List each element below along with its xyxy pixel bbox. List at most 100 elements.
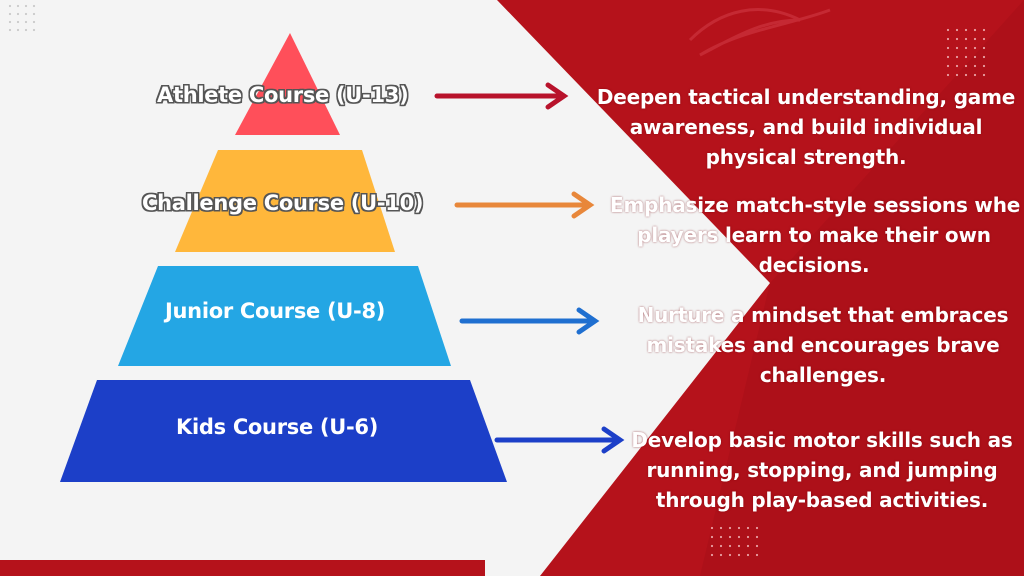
decor-dot [946,73,950,77]
decor-dot [32,20,36,24]
description-line: awareness, and build individual [629,115,983,139]
decor-dot [710,544,714,548]
decor-dot [737,544,741,548]
decor-dot [982,28,986,32]
tier-description-kids: Develop basic motor skills such as runni… [620,425,1024,515]
decor-dot [24,28,28,32]
tier-label-junior: Junior Course (U-8) [165,299,386,323]
decor-dot [982,37,986,41]
description-line: running, stopping, and jumping [646,458,998,482]
decor-dot [24,20,28,24]
decor-dot [982,55,986,59]
decor-dot [728,553,732,557]
decor-dot [746,526,750,530]
decor-dot [755,553,759,557]
decor-dot [946,46,950,50]
decor-dot [16,20,20,24]
decor-dot [964,37,968,41]
decor-dot [8,4,12,8]
arrow-junior [459,307,600,335]
decor-dot [955,37,959,41]
decor-dot [982,64,986,68]
decor-dot [955,55,959,59]
description-line: Develop basic motor skills such as [631,428,1013,452]
decor-dot [982,46,986,50]
description-line: decisions. [758,253,870,277]
decor-dot [719,553,723,557]
decor-dot [973,55,977,59]
decor-dot [32,4,36,8]
pyramid-tier-junior [118,266,451,366]
arrow-kids [494,426,625,454]
decor-dot [746,535,750,539]
decor-dot [24,4,28,8]
decor-dot [8,28,12,32]
description-line: Nurture a mindset that embraces [637,303,1009,327]
decor-dot [964,73,968,77]
decor-dot [710,535,714,539]
red-panel-shade [700,0,1024,576]
decor-dot [964,55,968,59]
decor-dot [719,535,723,539]
decor-dot [16,28,20,32]
decor-dot [973,73,977,77]
scribble-decoration [688,8,831,57]
decor-dot [946,37,950,41]
tier-label-athlete: Athlete Course (U-13) [157,83,409,107]
tier-label-kids: Kids Course (U-6) [176,415,378,439]
description-line: physical strength. [705,145,907,169]
decor-dot [755,526,759,530]
decor-dot [973,37,977,41]
tier-description-challenge: Emphasize match-style sessions whe playe… [604,190,1024,280]
decor-dot [964,46,968,50]
decor-dot [737,526,741,530]
decor-dot [719,526,723,530]
decor-dot [982,73,986,77]
decor-dot [973,64,977,68]
decor-dot [964,28,968,32]
decor-dot [946,55,950,59]
tier-label-challenge: Challenge Course (U-10) [142,191,424,215]
decor-dot [955,73,959,77]
decor-dot [32,28,36,32]
description-line: mistakes and encourages brave [646,333,1000,357]
decor-dot [946,64,950,68]
dot-grid-top-left [8,4,36,32]
dot-grid-top-right [946,28,986,77]
decor-dot [973,46,977,50]
decor-dot [710,553,714,557]
decor-dot [737,553,741,557]
decor-dot [728,535,732,539]
decor-dot [24,12,28,16]
decor-dot [728,526,732,530]
decor-dot [32,12,36,16]
decor-dot [710,526,714,530]
description-line: through play-based activities. [655,488,989,512]
arrow-challenge [454,191,595,219]
pyramid-tier-challenge [175,150,395,252]
decor-dot [955,64,959,68]
decor-dot [16,12,20,16]
description-line: players learn to make their own [637,223,991,247]
description-line: Emphasize match-style sessions whe [610,193,1021,217]
decor-dot [955,28,959,32]
decor-dot [973,28,977,32]
decor-dot [946,28,950,32]
pyramid-tier-athlete [235,33,340,135]
tier-description-athlete: Deepen tactical understanding, game awar… [588,82,1024,172]
decor-dot [8,20,12,24]
decor-dot [16,4,20,8]
pyramid-tier-kids [60,380,507,482]
decor-dot [955,46,959,50]
decor-dot [746,553,750,557]
arrow-athlete [434,82,569,110]
decor-dot [755,535,759,539]
decor-dot [746,544,750,548]
description-line: Deepen tactical understanding, game [596,85,1016,109]
decor-dot [964,64,968,68]
description-line: challenges. [759,363,887,387]
tier-description-junior: Nurture a mindset that embraces mistakes… [622,300,1024,390]
decor-dot [728,544,732,548]
